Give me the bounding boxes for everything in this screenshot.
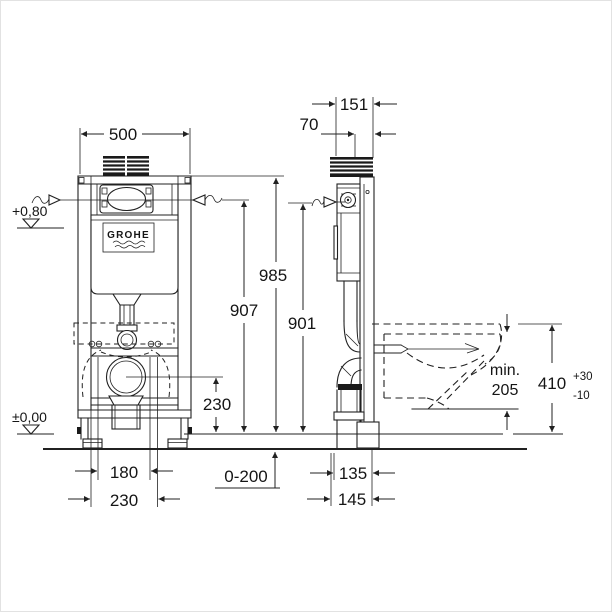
dim-pipe-wall-inner-label: 135 [339,464,367,483]
bowl-outline-dashed [100,351,152,358]
adjustable-foot [167,438,188,449]
adjustable-foot [82,438,103,449]
dim-foot-adjust-label: 0-200 [224,467,267,486]
level-floor-label: ±0,00 [12,409,47,425]
dim-rim-tol-minus: -10 [573,390,590,402]
rail-foot [356,421,380,449]
dim-width-label: 500 [109,125,137,144]
dimensions-front: 500 +0,80 985 907 901 230 [12,125,345,510]
toilet-bowl-dashed [372,323,503,410]
outlet-funnel [108,395,144,406]
front-view: GROHE [73,156,192,449]
wall-arrow-icon [191,194,206,206]
cistern-side [333,183,361,282]
floor-lines [17,433,563,450]
dimensions-side: 151 70 min. 205 410 +30 -10 135 145 [300,95,593,509]
drain-pipe-side [333,357,365,449]
bowl-outline-dashed [150,349,171,398]
dim-actuator-height-label: 907 [230,301,258,320]
flush-pipe-side [343,280,361,353]
dim-bowl-min-value: 205 [492,382,519,399]
dim-rim-tol-plus: +30 [573,371,593,383]
fixing-crossbar [88,340,179,357]
dim-outlet-height-label: 230 [203,395,231,414]
wall-arrow-icon [323,196,338,208]
logo-wave-icon [114,245,146,249]
break-symbol [204,194,223,203]
dim-rim-height-label: 410 [538,374,566,393]
side-view [330,157,519,449]
flush-connection [373,343,480,354]
dim-bowl-min-label: min. [490,362,520,379]
logo-plate [102,222,155,253]
level-marker-icon [21,218,41,229]
dim-rail-offset-label: 70 [300,115,319,134]
dim-fixing-inner-label: 180 [110,463,138,482]
brand-logo: GROHE [107,230,150,241]
logo-wave-icon [112,240,146,245]
cistern: GROHE [90,214,179,295]
actuator-opening-hatch-side [330,157,373,177]
actuator-flange [99,184,154,214]
outlet-box [111,404,141,430]
dim-overall-height-label: 985 [259,266,287,285]
actuator-opening-hatch [103,156,149,176]
level-marker-icon [21,424,41,435]
dim-depth-label: 151 [340,95,368,114]
break-symbol [31,196,50,204]
dim-actuator-height-side-label: 901 [288,314,316,333]
bowl-outline-dashed [81,349,102,398]
break-symbol [311,199,325,207]
service-opening-dashed [73,322,175,345]
dim-fixing-outer-label: 230 [110,491,138,510]
flush-pipe-front [111,293,143,351]
dim-pipe-wall-outer-label: 145 [338,490,366,509]
wall-arrow-icon [48,194,62,206]
level-actuator-label: +0,80 [12,203,48,219]
